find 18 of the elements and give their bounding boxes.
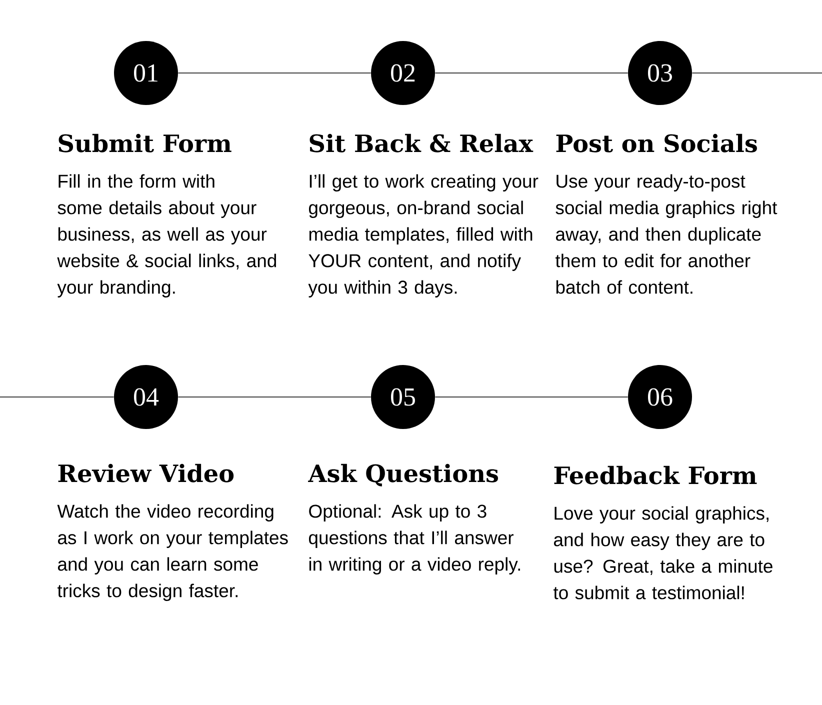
connector-line [0, 396, 114, 398]
step-heading: Feedback Form [554, 466, 757, 484]
connector-line [434, 72, 628, 74]
step-description: Love your social graphics, and how easy they are to use? Great, take a minute to submit a testimonial! [554, 506, 772, 600]
step-description: Fill in the form with some details about your business, as well as your website & social links, and your branding. [57, 174, 276, 298]
step-description: Optional: Ask up to 3 questions that I’ll answer in writing or a video reply. [309, 504, 520, 574]
step-heading: Submit Form [58, 134, 232, 152]
step-heading: Sit Back & Relax [310, 134, 534, 152]
step-heading: Review Video [58, 464, 234, 482]
connector-line [178, 72, 372, 74]
step-description: I’ll get to work creating your gorgeous, on-brand social media templates, filled with YOUR content, and notify you within 3 days. [308, 174, 538, 298]
connector-line [692, 72, 822, 74]
step-description: Use your ready-to-post social media graphics right away, and then duplicate them to edit for another batch of content. [556, 174, 778, 294]
step-heading: Post on Socials [556, 134, 757, 152]
connector-line [178, 396, 372, 398]
step-heading: Ask Questions [308, 464, 498, 486]
connector-line [434, 396, 628, 398]
step-description: Watch the video recording as I work on your templates and you can learn some tricks to design faster. [57, 504, 288, 601]
